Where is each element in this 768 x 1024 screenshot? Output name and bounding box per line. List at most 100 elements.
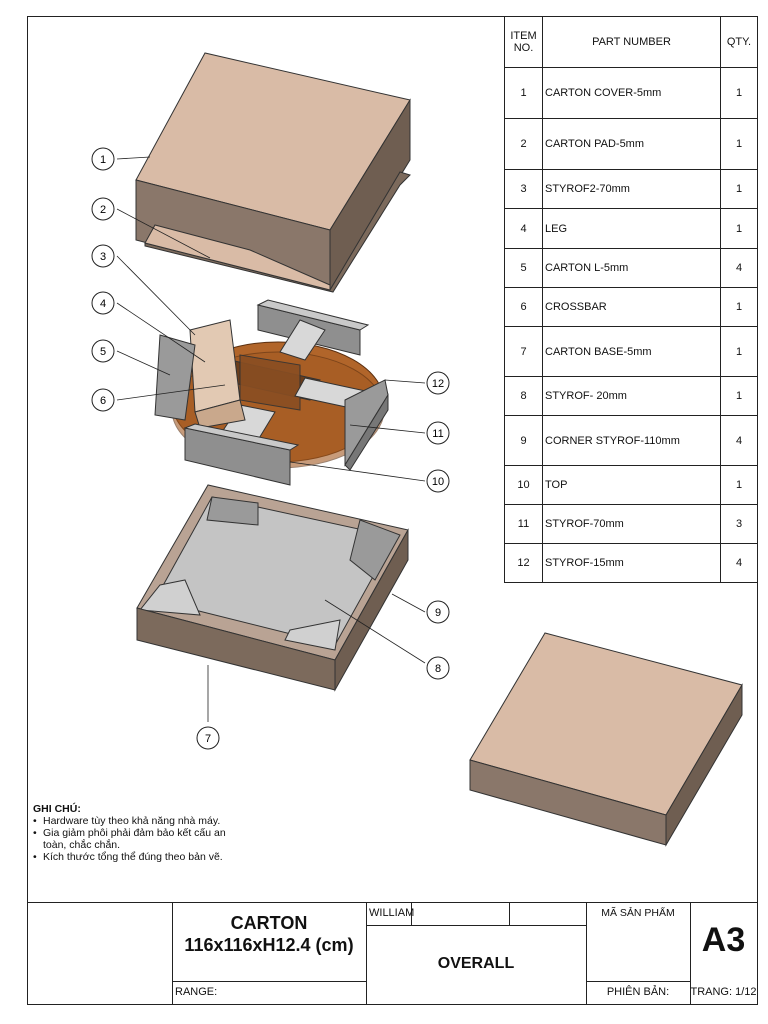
bom-part: STYROF2-70mm [542, 169, 721, 209]
view-name: OVERALL [437, 955, 515, 972]
bom-item: 8 [504, 376, 543, 416]
balloon-2-label: 2 [100, 204, 106, 216]
bom-header-qty: QTY. [720, 16, 758, 68]
bom-qty: 1 [720, 465, 758, 505]
bom-qty: 3 [720, 504, 758, 544]
notes-list: Hardware tùy theo khả năng nhà máy. Gia … [33, 815, 233, 863]
balloon-6-label: 6 [100, 395, 106, 407]
bom-qty: 1 [720, 376, 758, 416]
bom-item: 2 [504, 118, 543, 170]
bom-part: CARTON COVER-5mm [542, 67, 721, 119]
bom-part: LEG [542, 208, 721, 249]
product-name: CARTON [230, 913, 308, 933]
bom-item: 7 [504, 326, 543, 377]
balloon-4-label: 4 [100, 298, 106, 310]
bom-header-part: PART NUMBER [542, 16, 721, 68]
carton-pad [144, 171, 411, 293]
note-item: Kích thước tổng thể đúng theo bản vẽ. [33, 851, 233, 863]
bom-qty: 4 [720, 543, 758, 583]
bom-qty: 1 [720, 287, 758, 327]
version-label: PHIÊN BẢN: [606, 986, 670, 998]
bom-part: STYROF-70mm [542, 504, 721, 544]
product-size: 116x116xH12.4 (cm) [184, 935, 354, 955]
balloon-12-label: 12 [432, 378, 444, 390]
bom-item: 11 [504, 504, 543, 544]
bom-part: CORNER STYROF-110mm [542, 415, 721, 466]
title-block: CARTON 116x116xH12.4 (cm) RANGE: WILLIAM… [27, 902, 758, 1005]
balloon-4: 4 [91, 291, 115, 315]
bom-header-row: ITEM NO. PART NUMBER QTY. [504, 16, 758, 68]
bom-qty: 1 [720, 67, 758, 119]
bom-part: CARTON PAD-5mm [542, 118, 721, 170]
bom-qty: 1 [720, 169, 758, 209]
bom-qty: 4 [720, 415, 758, 466]
bom-part: STYROF-15mm [542, 543, 721, 583]
bom-qty: 4 [720, 248, 758, 288]
balloon-8-label: 8 [435, 663, 441, 675]
bom-item: 4 [504, 208, 543, 249]
balloon-10: 10 [426, 469, 450, 493]
packed-carton-view [469, 632, 743, 847]
bom-header-item: ITEM NO. [504, 16, 543, 68]
bom-part: CARTON BASE-5mm [542, 326, 721, 377]
balloon-2: 2 [91, 197, 115, 221]
bom-item: 9 [504, 415, 543, 466]
balloon-5: 5 [91, 339, 115, 363]
balloon-9: 9 [426, 600, 450, 624]
balloon-11: 11 [426, 421, 450, 445]
bom-item: 12 [504, 543, 543, 583]
bom-item: 3 [504, 169, 543, 209]
leader-lines [116, 156, 426, 722]
bom-part: CROSSBAR [542, 287, 721, 327]
notes-block: GHI CHÚ: Hardware tùy theo khả năng nhà … [33, 803, 233, 863]
balloon-8: 8 [426, 656, 450, 680]
note-item: Gia giảm phôi phải đảm bảo kết cấu an to… [33, 827, 233, 851]
product-code-label: MÃ SẢN PHẨM [601, 907, 675, 919]
note-item: Hardware tùy theo khả năng nhà máy. [33, 815, 233, 827]
bom-item: 6 [504, 287, 543, 327]
designer-name: WILLIAM [369, 907, 415, 919]
bom-part: TOP [542, 465, 721, 505]
bom-item: 5 [504, 248, 543, 288]
carton-cover [135, 52, 411, 292]
bom-item: 10 [504, 465, 543, 505]
carton-base-tray [136, 484, 409, 692]
bom-part: CARTON L-5mm [542, 248, 721, 288]
balloon-9-label: 9 [435, 607, 441, 619]
bom-item: 1 [504, 67, 543, 119]
balloon-3-label: 3 [100, 251, 106, 263]
balloon-10-label: 10 [432, 476, 444, 488]
balloon-7: 7 [196, 726, 220, 750]
balloon-1: 1 [91, 147, 115, 171]
balloon-6: 6 [91, 388, 115, 412]
balloon-3: 3 [91, 244, 115, 268]
page-label: TRANG: 1/12 [690, 986, 757, 998]
bom-qty: 1 [720, 326, 758, 377]
balloon-11-label: 11 [432, 428, 443, 440]
range-label: RANGE: [175, 986, 218, 998]
middle-assembly [154, 299, 389, 486]
balloon-12: 12 [426, 371, 450, 395]
sheet-size: A3 [701, 921, 746, 959]
notes-title: GHI CHÚ: [33, 803, 81, 815]
bom-qty: 1 [720, 118, 758, 170]
bom-part: STYROF- 20mm [542, 376, 721, 416]
balloon-1-label: 1 [100, 154, 106, 166]
balloon-5-label: 5 [100, 346, 106, 358]
balloon-7-label: 7 [205, 733, 211, 745]
bom-qty: 1 [720, 208, 758, 249]
